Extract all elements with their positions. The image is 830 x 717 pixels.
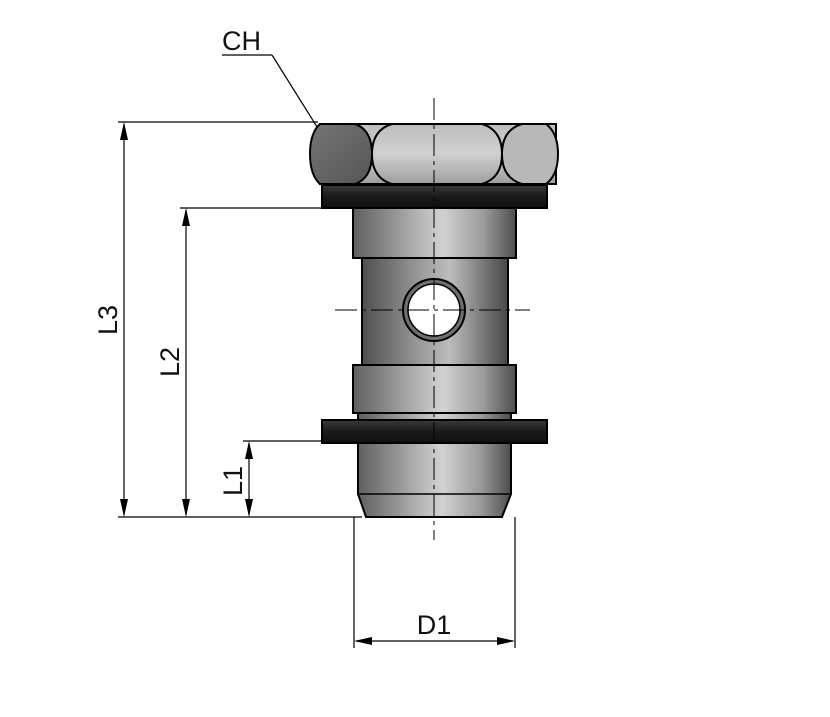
label-ch: CH <box>222 26 261 56</box>
dimension-lines <box>120 122 515 645</box>
label-l1: L1 <box>218 466 248 496</box>
label-l2: L2 <box>155 347 185 377</box>
hex-head <box>308 123 560 185</box>
label-l3: L3 <box>93 305 123 335</box>
extension-lines <box>118 121 516 648</box>
hex-left-face <box>308 123 374 185</box>
center-lines <box>335 98 530 540</box>
hex-right-face <box>500 123 560 185</box>
hex-center-face <box>370 123 504 185</box>
label-d1: D1 <box>417 610 452 640</box>
